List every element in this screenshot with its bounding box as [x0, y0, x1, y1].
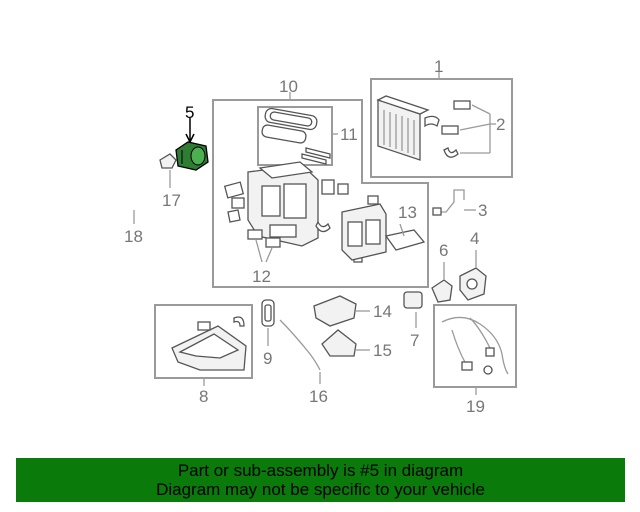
callout-19: 19: [466, 397, 485, 416]
fitting-part-17[interactable]: [159, 153, 177, 188]
callout-10: 10: [279, 77, 298, 96]
callout-9: 9: [263, 349, 272, 368]
callout-14: 14: [373, 302, 392, 321]
heater-core-group-11[interactable]: [257, 106, 338, 166]
sensor-part-3[interactable]: [432, 189, 476, 216]
cable-part-16[interactable]: [279, 319, 321, 384]
group-box-19: [433, 304, 517, 395]
callout-18: 18: [124, 227, 143, 246]
heater-case-assembly[interactable]: [223, 161, 379, 263]
blower-motor-part-5[interactable]: [175, 118, 209, 171]
callout-4: 4: [470, 229, 479, 248]
bracket-part-6[interactable]: [431, 262, 453, 303]
callout-7: 7: [410, 331, 419, 350]
banner-line-2: Diagram may not be specific to your vehi…: [156, 480, 485, 499]
info-banner: Part or sub-assembly is #5 in diagram Di…: [16, 458, 625, 502]
blower-case-part[interactable]: [341, 203, 387, 261]
callout-3: 3: [478, 201, 487, 220]
clip-part-9[interactable]: [261, 299, 275, 346]
banner-line-1: Part or sub-assembly is #5 in diagram: [177, 461, 464, 480]
group-box-8: [154, 304, 253, 386]
callout-12: 12: [252, 267, 271, 286]
seal-parts-12[interactable]: [247, 229, 281, 263]
duct-part-15[interactable]: [321, 329, 370, 357]
callout-11: 11: [340, 125, 358, 144]
duct-part-13[interactable]: [384, 223, 426, 251]
callout-2: 2: [496, 115, 505, 134]
evaporator-part[interactable]: [376, 95, 440, 161]
callout-17: 17: [162, 191, 181, 210]
duct-part-14[interactable]: [313, 295, 370, 327]
resistor-part-7[interactable]: [403, 291, 423, 328]
callout-16: 16: [309, 387, 328, 406]
expansion-valve-parts[interactable]: [441, 100, 496, 158]
group-box-10: [212, 92, 429, 288]
group-box-1: [370, 72, 513, 178]
callout-5: 5: [185, 103, 194, 122]
callout-15: 15: [373, 341, 392, 360]
wire-harness-part[interactable]: [441, 316, 509, 375]
actuator-part-4[interactable]: [459, 250, 487, 301]
callout-1: 1: [434, 57, 443, 76]
duct-part-8[interactable]: [171, 316, 247, 371]
callout-8: 8: [199, 387, 208, 406]
callout-13: 13: [398, 203, 417, 222]
callout-6: 6: [439, 241, 448, 260]
hose-part-18[interactable]: [127, 171, 153, 224]
